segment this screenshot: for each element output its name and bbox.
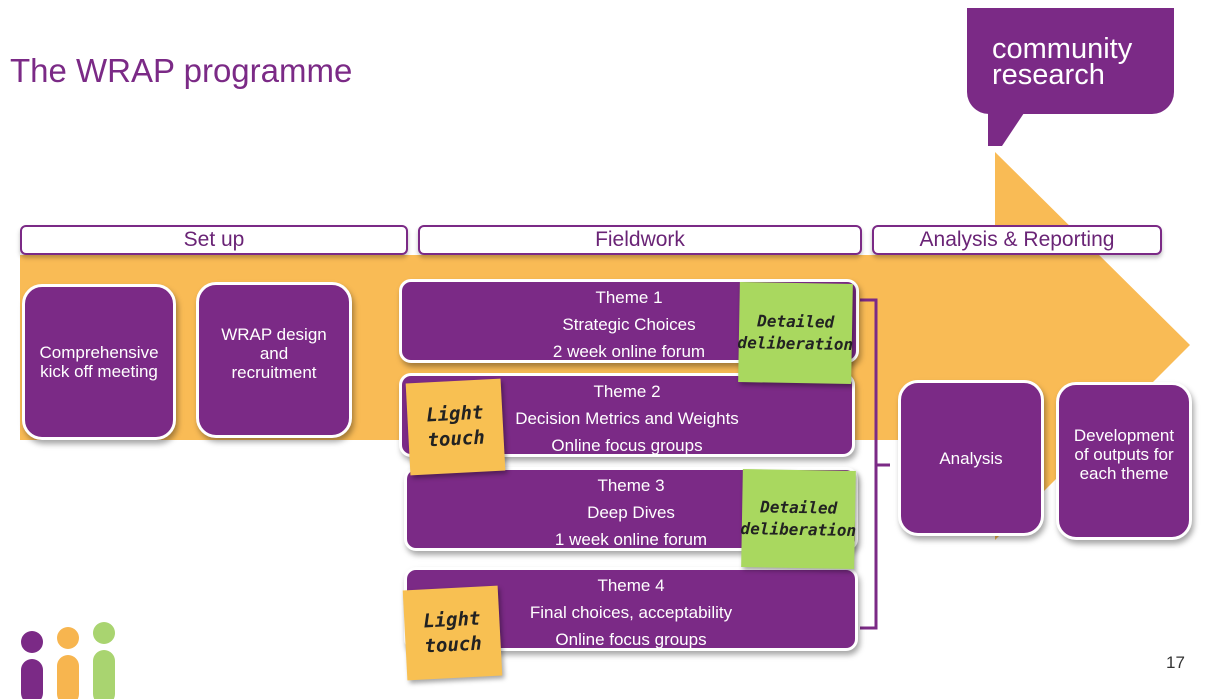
note-light-1-line2: touch (426, 426, 486, 452)
logo-text: community research (992, 33, 1162, 91)
note-detailed-1-line2: deliberation (737, 332, 854, 355)
logo-line-1: community (992, 33, 1133, 65)
community-research-logo (967, 8, 1174, 114)
note-light-1-line1: Light (425, 401, 484, 427)
logo-line-2: research (992, 59, 1105, 91)
note-detailed-2-line2: deliberation (740, 518, 857, 541)
page-number: 17 (1166, 653, 1185, 672)
theme-4-topic: Final choices, acceptability (529, 603, 733, 622)
theme-2-method: Online focus groups (551, 436, 703, 455)
people-logo-icon (21, 622, 115, 699)
setup-design-label: WRAP design and recruitment (221, 324, 327, 382)
setup-design-box: WRAP design and recruitment (196, 282, 352, 438)
note-light-2-line1: Light (422, 607, 481, 633)
setup-kickoff-label: Comprehensive kick off meeting (39, 343, 159, 381)
theme-bracket (860, 298, 890, 630)
theme-1-topic: Strategic Choices (562, 315, 696, 334)
theme-3-name: Theme 3 (597, 476, 665, 495)
theme-1-name: Theme 1 (595, 288, 663, 307)
theme-4-method: Online focus groups (555, 630, 707, 649)
analysis-box: Analysis (898, 380, 1044, 536)
development-outputs-label: Development of outputs for each theme (1073, 425, 1175, 483)
analysis-label: Analysis (939, 448, 1003, 468)
note-detailed-1-line1: Detailed (757, 311, 835, 332)
logo-speech-tail (988, 110, 1026, 146)
page-title: The WRAP programme (10, 52, 353, 89)
theme-2-name: Theme 2 (593, 382, 661, 401)
theme-3-topic: Deep Dives (587, 503, 675, 522)
theme-2-topic: Decision Metrics and Weights (515, 409, 739, 428)
phase-analysis-reporting: Analysis & Reporting (872, 225, 1162, 255)
note-detailed-2-line1: Detailed (760, 497, 838, 518)
development-outputs-box: Development of outputs for each theme (1056, 382, 1192, 540)
note-light-2-line2: touch (423, 632, 483, 658)
theme-3-method: 1 week online forum (554, 530, 708, 549)
theme-1-method: 2 week online forum (552, 342, 706, 361)
theme-4-name: Theme 4 (597, 576, 665, 595)
phase-fieldwork: Fieldwork (418, 225, 862, 255)
phase-setup: Set up (20, 225, 408, 255)
setup-kickoff-box: Comprehensive kick off meeting (22, 284, 176, 440)
